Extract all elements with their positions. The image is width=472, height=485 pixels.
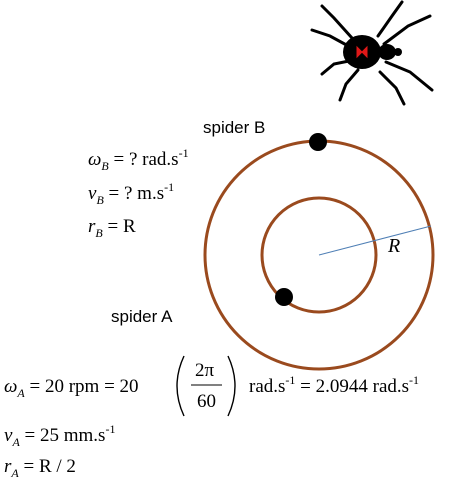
left-paren — [176, 355, 185, 417]
r-b-equation: rB = R — [88, 216, 136, 240]
fraction-numerator: 2π — [195, 360, 215, 381]
v-b-equation: vB = ? m.s-1 — [88, 180, 174, 207]
inner-track — [260, 196, 378, 314]
radius-label: R — [387, 235, 400, 257]
omega-a-equation-right: rad.s-1 = 2.0944 rad.s-1 — [249, 373, 419, 397]
fraction-denominator: 60 — [197, 391, 216, 412]
spider-a-dot — [275, 288, 293, 306]
spider-a-label: spider A — [111, 307, 173, 326]
r-a-equation: rA = R / 2 — [4, 456, 76, 480]
omega-b-equation: ωB = ? rad.s-1 — [88, 146, 189, 173]
radius-line — [318, 225, 432, 256]
omega-a-equation-left: ωA = 20 rpm = 20 — [4, 376, 139, 400]
v-a-equation: vA = 25 mm.s-1 — [4, 422, 115, 449]
right-paren — [227, 355, 236, 417]
spider-a-equations: ωA = 20 rpm = 20 2π 60 rad.s-1 = 2.0944 … — [4, 355, 419, 480]
spider-b-dot — [309, 133, 327, 151]
spider-b-equations: ωB = ? rad.s-1 vB = ? m.s-1 rB = R — [88, 146, 189, 240]
spider-b-label: spider B — [203, 118, 265, 137]
spider-icon — [310, 0, 434, 106]
